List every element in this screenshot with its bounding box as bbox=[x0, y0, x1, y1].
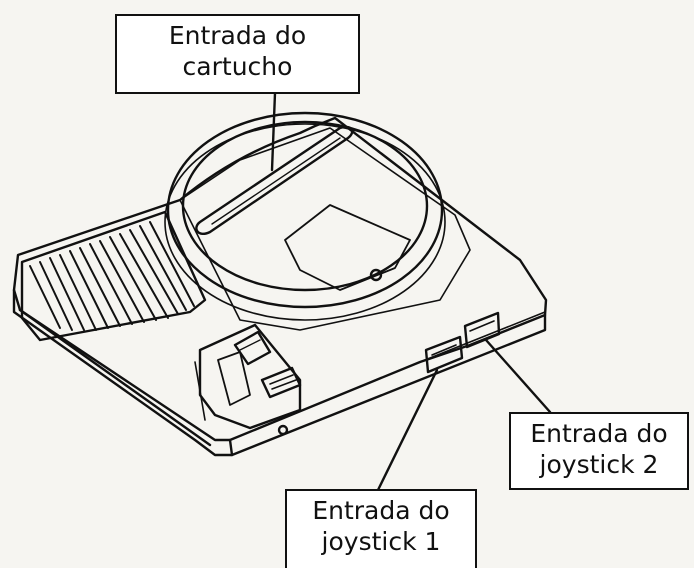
cartridge-ring-screw bbox=[369, 268, 383, 282]
console-right-edge bbox=[419, 311, 546, 363]
joystick-port-1 bbox=[424, 335, 464, 374]
front-panel-edge bbox=[194, 361, 206, 421]
cartridge-slot bbox=[195, 125, 354, 236]
console-base-edge bbox=[18, 308, 212, 447]
console-rear-plate bbox=[179, 127, 471, 331]
cartridge-ring-outer bbox=[166, 111, 444, 309]
cartridge-ring-inner bbox=[181, 120, 429, 292]
volume-slider bbox=[260, 366, 302, 399]
console-base bbox=[12, 288, 547, 457]
cartridge-ring-base bbox=[164, 123, 446, 321]
reset-button bbox=[217, 351, 251, 406]
label-joystick-2-line2: joystick 2 bbox=[539, 450, 659, 479]
label-joystick-1-line2: joystick 1 bbox=[321, 527, 441, 556]
label-joystick-1-port: Entrada do joystick 1 bbox=[285, 489, 477, 568]
label-cartridge-line1: Entrada do bbox=[168, 21, 307, 50]
control-panel bbox=[198, 323, 302, 430]
console-top-outline bbox=[12, 116, 548, 442]
power-switch bbox=[233, 330, 272, 366]
joystick-port-2 bbox=[463, 311, 501, 349]
cartridge-slot-inner bbox=[211, 137, 341, 225]
label-cartridge-line2: cartucho bbox=[182, 52, 293, 81]
vent-grille bbox=[20, 210, 207, 342]
label-joystick-1-line1: Entrada do bbox=[312, 496, 450, 525]
cartridge-window bbox=[284, 204, 411, 291]
label-cartridge-slot: Entrada do cartucho bbox=[115, 14, 360, 94]
label-joystick-2-line1: Entrada do bbox=[530, 419, 668, 448]
front-screw bbox=[277, 424, 289, 436]
label-joystick-2-port: Entrada do joystick 2 bbox=[509, 412, 689, 490]
leader-joystick-1 bbox=[376, 368, 439, 492]
leader-cartridge bbox=[270, 91, 277, 172]
console-front-edge bbox=[228, 438, 234, 457]
leader-joystick-2 bbox=[484, 338, 552, 414]
